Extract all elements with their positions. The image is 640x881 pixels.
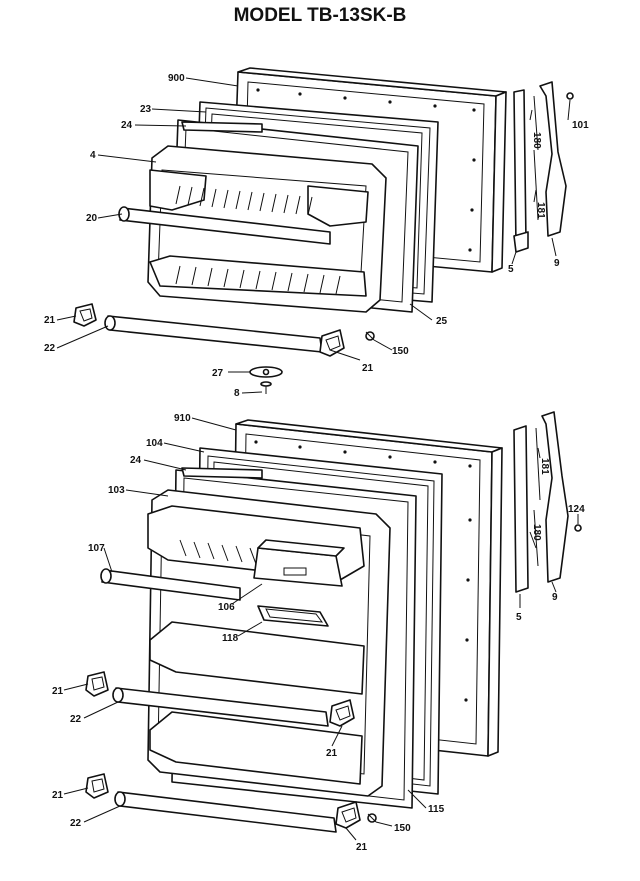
fresh-food-lower-end-cap-left [85,773,109,799]
fresh-food-middle-shelf-bar [112,687,329,727]
label-104: 104 [146,438,163,449]
fresh-food-handle [541,411,569,583]
label-5-upper: 5 [508,264,514,275]
freezer-handle-cap [566,92,574,100]
fresh-food-handle-cap [574,524,582,532]
hinge-plate [249,366,283,378]
label-180-lower: 180 [531,524,542,541]
label-101: 101 [572,120,589,131]
label-900: 900 [168,73,185,84]
label-21-upper-left: 21 [44,315,56,326]
label-21-middle-right: 21 [326,748,338,759]
label-181-lower: 181 [539,458,550,475]
label-20: 20 [86,213,98,224]
label-124: 124 [568,504,585,515]
label-107: 107 [88,543,105,554]
label-4: 4 [90,150,96,161]
label-8: 8 [234,388,240,399]
label-115: 115 [428,804,445,815]
label-24-lower: 24 [130,455,142,466]
label-24-upper: 24 [121,120,133,131]
butter-compartment [253,539,345,587]
label-21-upper-right: 21 [362,363,374,374]
freezer-lower-shelf-bar [104,315,323,353]
fresh-food-middle-end-cap-right [329,699,355,727]
label-180-upper: 180 [531,132,542,149]
label-118: 118 [222,633,239,644]
label-21-lower-left: 21 [52,790,64,801]
label-27: 27 [212,368,224,379]
label-22-middle: 22 [70,714,82,725]
label-5-lower: 5 [516,612,522,623]
freezer-shelf-end-cap-right [319,329,345,357]
part-labels: 900 23 24 4 20 21 22 21 150 25 27 8 180 … [44,73,589,853]
leader-lines [56,77,579,841]
freezer-breaker-strip [181,121,263,133]
fresh-food-upper-shelf-bar [100,568,241,601]
fresh-food-handle-screw [533,427,541,567]
label-9-upper: 9 [554,258,560,269]
label-25: 25 [436,316,448,327]
diagram-title: MODEL TB-13SK-B [234,5,407,26]
label-106: 106 [218,602,235,613]
label-181-upper: 181 [535,202,546,219]
freezer-hinge-bracket [513,89,529,253]
fresh-food-screw [367,813,377,823]
butter-compartment-door [257,605,329,627]
label-103: 103 [108,485,125,496]
label-21-lower-right: 21 [356,842,368,853]
fresh-food-lower-end-cap-right [335,801,361,829]
fresh-food-hinge-bracket [513,425,529,593]
label-23: 23 [140,104,152,115]
fresh-food-middle-bin [149,621,365,695]
label-9-lower: 9 [552,592,558,603]
fresh-food-lower-bin [149,711,363,785]
label-22-lower: 22 [70,818,82,829]
fresh-food-middle-end-cap-left [85,671,109,697]
freezer-screw [365,331,375,341]
label-150-upper: 150 [392,346,409,357]
label-22-upper: 22 [44,343,56,354]
label-150-lower: 150 [394,823,411,834]
label-21-middle-left: 21 [52,686,64,697]
hinge-screw [260,381,272,394]
freezer-handle-screw [533,95,539,221]
freezer-handle [539,81,567,237]
freezer-shelf-bar [118,206,331,245]
fresh-food-breaker-strip [181,467,263,479]
freezer-shelf-end-cap-left [73,303,97,327]
fresh-food-lower-shelf-bar [114,791,337,833]
label-910: 910 [174,413,191,424]
